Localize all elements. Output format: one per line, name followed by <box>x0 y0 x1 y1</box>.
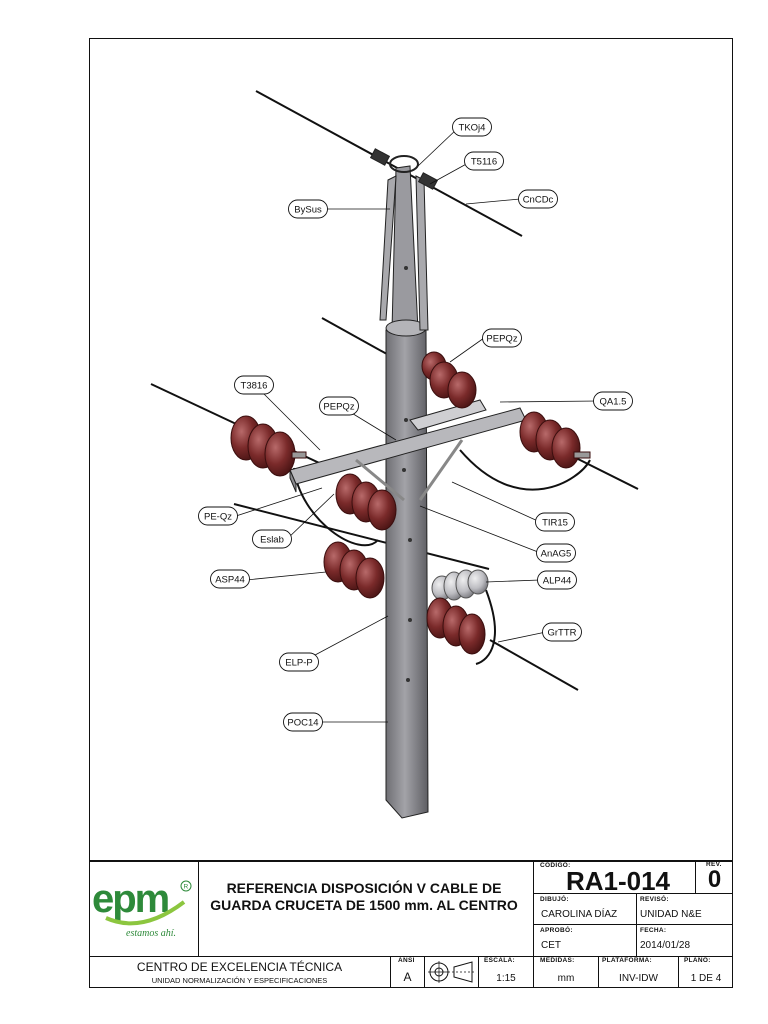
callout-grttr: GrTTR <box>542 622 582 642</box>
crossarm <box>289 399 527 502</box>
title-block-divider <box>636 893 637 956</box>
callout-text: CnCDc <box>523 195 554 206</box>
callout-text: QA1.5 <box>600 397 627 408</box>
callout-text: GrTTR <box>547 628 576 639</box>
callout-text: TIR15 <box>542 518 568 529</box>
plano-label: PLANO: <box>684 957 711 964</box>
callout-text: T5116 <box>471 157 497 168</box>
insulator-string-lower-right <box>426 597 486 655</box>
callout-anag5: AnAG5 <box>536 543 576 563</box>
ansi-label: ANSI <box>398 957 415 964</box>
polymer-insulator <box>431 569 489 601</box>
callout-tir15: TIR15 <box>535 512 575 532</box>
escala-label: ESCALA: <box>484 957 515 964</box>
callout-alp44: ALP44 <box>537 570 577 590</box>
rev-label: REV. <box>706 861 722 868</box>
logo-tagline: estamos ahí. <box>126 928 176 939</box>
callout-tkoj4: TKOj4 <box>452 117 492 137</box>
callout-t5116: T5116 <box>464 151 504 171</box>
drawing-sheet-border <box>89 38 733 988</box>
title-block-divider <box>478 956 479 988</box>
medidas-label: MEDIDAS: <box>540 957 575 964</box>
drawn-by: CAROLINA DÍAZ <box>541 909 618 920</box>
title-block-top-rule <box>89 860 733 862</box>
callout-text: BySus <box>294 205 322 216</box>
callout-bysus: BySus <box>288 199 328 219</box>
logo-brand: epm <box>92 877 169 921</box>
callout-poc14: POC14 <box>283 712 323 732</box>
title-block-divider <box>198 860 199 956</box>
platform: INV-IDW <box>619 973 658 984</box>
callout-pepqz1: PEPQz <box>482 328 522 348</box>
drawing-title: REFERENCIA DISPOSICIÓN V CABLE DE GUARDA… <box>210 880 518 913</box>
scale: 1:15 <box>496 973 516 984</box>
approved-by: CET <box>541 940 561 951</box>
callout-peqz: PE-Qz <box>198 506 238 526</box>
callout-text: PEPQz <box>486 334 517 345</box>
plataforma-label: PLATAFORMA: <box>602 957 652 964</box>
title-block-divider <box>533 956 733 957</box>
callout-text: T3816 <box>241 381 268 392</box>
org-name: CENTRO DE EXCELENCIA TÉCNICA <box>136 960 343 974</box>
codigo-label: CÓDIGO: <box>540 862 571 869</box>
title-block-divider <box>533 924 733 925</box>
callout-leaders <box>235 127 599 723</box>
aprobo-label: APROBÓ: <box>540 927 573 934</box>
title-block-divider <box>424 956 425 988</box>
callout-asp44: ASP44 <box>210 569 250 589</box>
fecha-label: FECHA: <box>640 927 667 934</box>
units: mm <box>557 973 575 984</box>
title-block-divider <box>695 860 696 894</box>
title-block-divider <box>678 956 679 988</box>
dibujo-label: DIBUJÓ: <box>540 896 569 903</box>
v-guard-bracket <box>369 148 439 331</box>
callout-qa15: QA1.5 <box>593 391 633 411</box>
callout-text: PEPQz <box>323 402 354 413</box>
callout-text: Eslab <box>260 535 284 546</box>
org-unit: UNIDAD NORMALIZACIÓN Y ESPECIFICACIONES <box>151 976 328 985</box>
reviso-label: REVISÓ: <box>640 896 669 903</box>
callout-text: ALP44 <box>543 576 572 587</box>
reviewed-by: UNIDAD N&E <box>640 909 702 920</box>
paper-size: A <box>403 970 412 984</box>
title-block-divider <box>598 956 599 988</box>
title-block-divider <box>390 956 391 988</box>
title-block-bottom-rule <box>89 956 533 957</box>
callout-text: AnAG5 <box>541 549 572 560</box>
insulator-string-left <box>230 415 307 477</box>
insulator-string-center-top <box>421 351 477 409</box>
sheet-number: 1 DE 4 <box>690 973 722 984</box>
insulator-string-lower-left <box>323 541 385 599</box>
callout-elpp: ELP-P <box>279 652 319 672</box>
callout-pepqz2: PEPQz <box>319 396 359 416</box>
registered-mark: R <box>184 884 189 891</box>
callout-text: TKOj4 <box>459 123 486 134</box>
drawing-code: RA1-014 <box>565 866 671 896</box>
insulator-string-right <box>519 411 591 469</box>
callout-text: ASP44 <box>215 575 245 586</box>
revision-number: 0 <box>707 866 722 893</box>
callout-cncdc: CnCDc <box>518 189 558 209</box>
guard-cable <box>255 90 523 237</box>
callout-eslab: Eslab <box>252 529 292 549</box>
drawing-date: 2014/01/28 <box>640 940 691 951</box>
insulator-string-mid <box>335 473 397 531</box>
callout-text: ELP-P <box>285 658 312 669</box>
callout-text: POC14 <box>287 718 318 729</box>
title-block-divider <box>533 893 733 894</box>
callout-text: PE-Qz <box>204 512 232 523</box>
callout-t3816: T3816 <box>234 375 274 395</box>
